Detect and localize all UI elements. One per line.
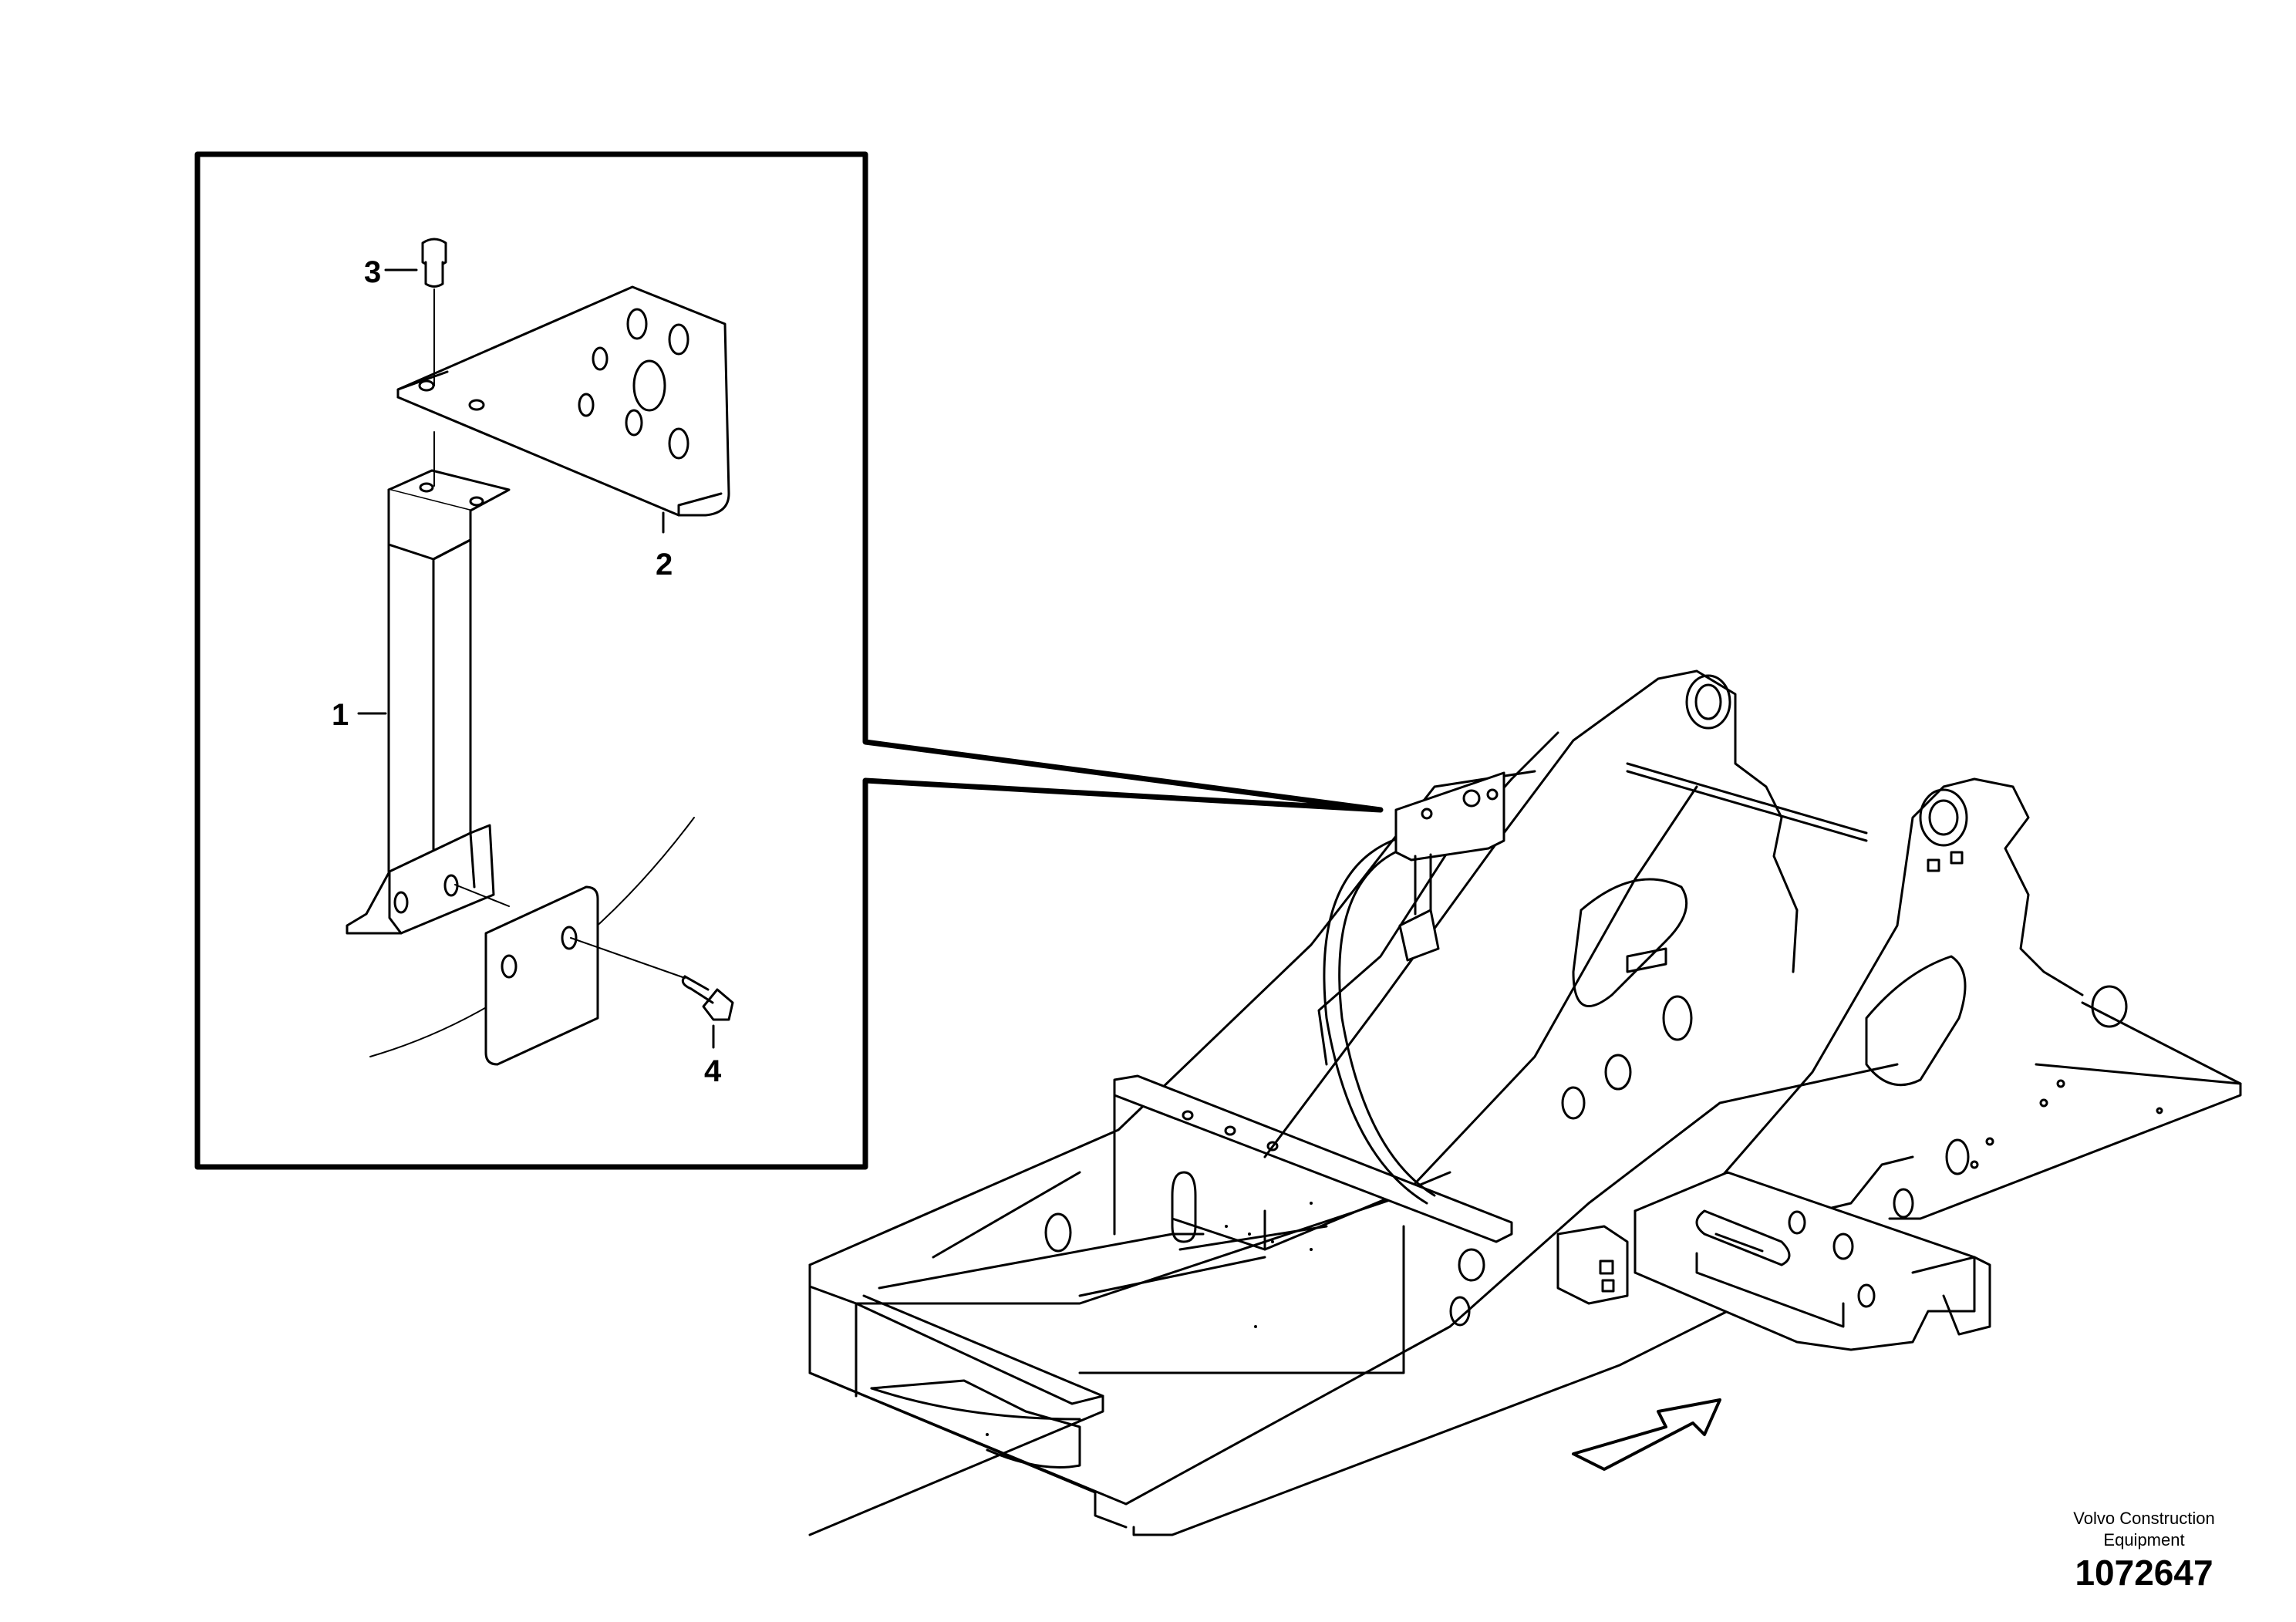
manufacturer-line-1: Volvo Construction (2073, 1509, 2215, 1528)
manufacturer-line-2: Equipment (2103, 1530, 2185, 1549)
callout-1: 1 (332, 698, 349, 732)
direction-arrow (1572, 1398, 1721, 1471)
part-2-plate-bracket (396, 285, 730, 517)
part-3-bolt (421, 238, 447, 487)
callout-2: 2 (656, 548, 673, 582)
part-1-support (346, 469, 511, 935)
undercarriage-frame (808, 669, 2242, 1536)
detail-box (194, 151, 1384, 1170)
detail-box-frame (194, 151, 1384, 1170)
manufacturer-label: Volvo Construction Equipment (2021, 1508, 2267, 1551)
weld-plate (484, 885, 599, 1066)
part-4-bolt (454, 884, 734, 1021)
callout-3: 3 (364, 255, 381, 289)
document-number: 1072647 (2075, 1553, 2213, 1593)
callout-leaders (357, 268, 715, 1049)
callout-4: 4 (704, 1054, 722, 1088)
